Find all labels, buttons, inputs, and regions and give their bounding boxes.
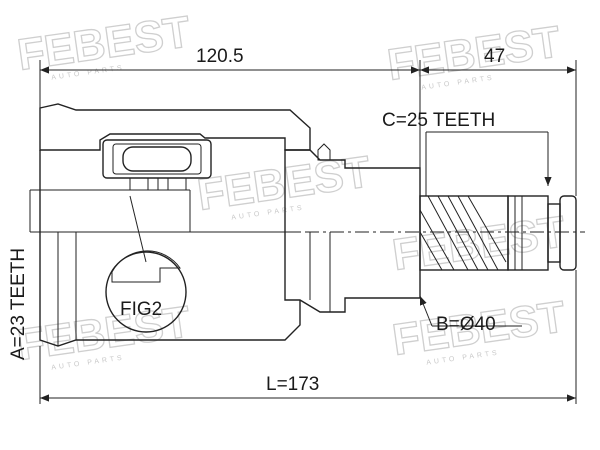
dimension-a: A=23 TEETH <box>8 189 76 360</box>
shaft-tip <box>559 195 577 271</box>
watermark-text: FEBEST <box>390 207 569 280</box>
dimension-l: L=173 <box>39 270 577 404</box>
fig2-detail: FIG2 <box>105 195 187 333</box>
dim-length-housing: 120.5 <box>196 46 244 67</box>
dim-diameter-b: B=Ø40 <box>436 314 496 335</box>
dim-length-shaft: 47 <box>484 46 505 67</box>
dimension-c: C=25 TEETH <box>382 110 552 196</box>
housing-wall-hatch <box>39 103 311 151</box>
shaft <box>419 195 577 271</box>
bearing-detail <box>102 139 331 191</box>
fig2-circle <box>105 251 187 333</box>
bearing-cage <box>112 143 202 175</box>
spline-teeth <box>419 195 507 271</box>
dimension-top: 120.5 47 <box>39 46 577 196</box>
dim-spline-c: C=25 TEETH <box>382 110 495 131</box>
bearing-roller <box>122 146 192 172</box>
dim-spline-a: A=23 TEETH <box>8 248 29 360</box>
clip-detail <box>317 143 331 161</box>
dim-length-total: L=173 <box>266 374 319 395</box>
fig2-label: FIG2 <box>120 299 162 320</box>
dimension-b: B=Ø40 <box>419 295 522 335</box>
